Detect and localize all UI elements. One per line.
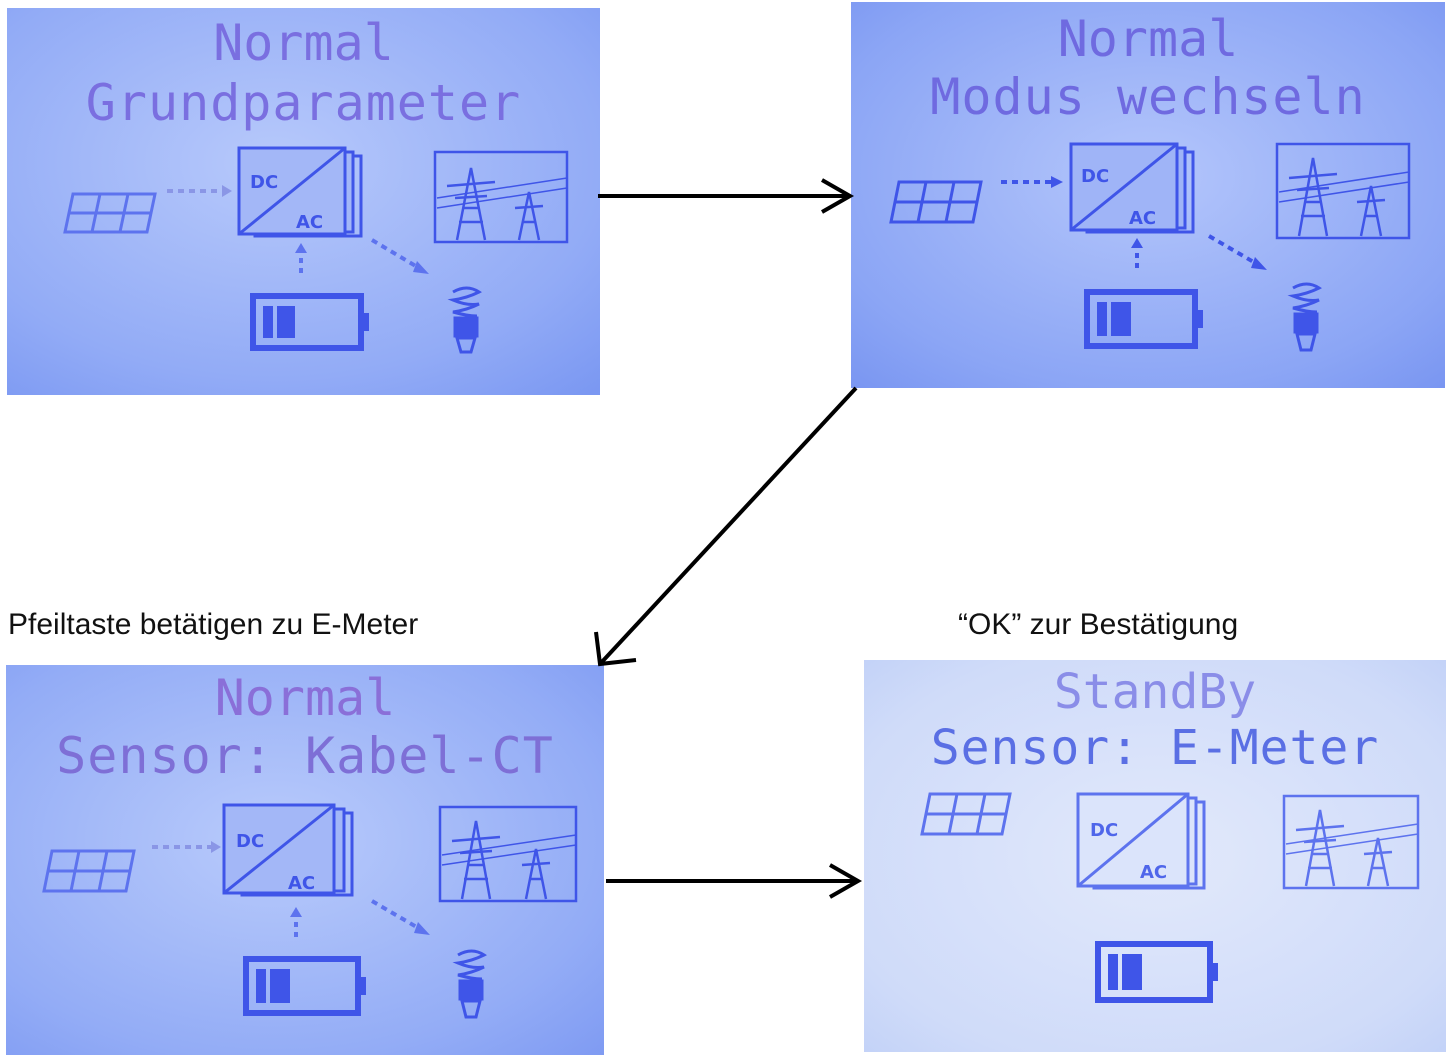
lcd-screen-modus-wechseln: Normal Modus wechseln DC AC	[851, 2, 1445, 388]
lcd-screen-grundparameter: Normal Grundparameter DC AC	[7, 8, 600, 395]
screen-title-line1: StandBy	[1053, 664, 1257, 720]
solar-panel-icon	[42, 849, 136, 893]
grid-pylon-icon	[438, 805, 578, 903]
battery-icon	[1095, 941, 1218, 1003]
solar-panel-icon	[889, 180, 983, 224]
light-bulb-icon	[1287, 282, 1322, 352]
dashed-arrow-load	[370, 899, 422, 931]
grid-pylon-icon	[1275, 142, 1411, 240]
inverter-icon	[1069, 142, 1195, 234]
grid-pylon-icon	[433, 150, 569, 244]
lcd-screen-standby-e-meter: StandBy Sensor: E-Meter DC AC	[864, 660, 1446, 1052]
screen-title-line2: Modus wechseln	[930, 68, 1366, 126]
arrow-screen3-to-screen4	[606, 863, 863, 899]
battery-icon	[250, 293, 369, 351]
caption-ok-confirm: “OK” zur Bestätigung	[958, 608, 1239, 641]
screen-title-line1: Normal	[1057, 10, 1239, 68]
energy-flow-diagram: DC AC	[42, 803, 578, 1019]
inverter-icon	[237, 146, 363, 238]
arrow-screen1-to-screen2	[598, 178, 855, 214]
screen-title-line2: Grundparameter	[85, 74, 522, 132]
inverter-icon	[1076, 792, 1206, 890]
energy-flow-diagram: DC AC	[63, 146, 569, 354]
dc-label: DC	[1090, 820, 1118, 841]
lcd-screen-sensor-kabel-ct: Normal Sensor: Kabel-CT DC AC	[6, 665, 604, 1055]
ac-label: AC	[1140, 862, 1167, 883]
solar-panel-icon	[920, 792, 1012, 836]
dc-label: DC	[250, 172, 278, 193]
ac-label: AC	[288, 873, 315, 894]
solar-panel-icon	[63, 192, 157, 234]
battery-icon	[243, 956, 366, 1016]
energy-flow-diagram: DC AC	[920, 792, 1420, 1003]
dc-label: DC	[1081, 166, 1109, 187]
inverter-icon	[222, 803, 354, 897]
screen-title-line2: Sensor: Kabel-CT	[56, 727, 554, 785]
ac-label: AC	[296, 212, 323, 233]
screen-title-line1: Normal	[214, 669, 396, 727]
screen-title-line1: Normal	[213, 14, 394, 72]
dashed-arrow-load	[370, 238, 421, 270]
light-bulb-icon	[447, 286, 482, 354]
arrow-screen2-to-screen3	[594, 386, 858, 667]
dashed-arrow-load	[1207, 234, 1259, 266]
light-bulb-icon	[452, 949, 487, 1019]
caption-arrow-key: Pfeiltaste betätigen zu E-Meter	[8, 608, 419, 641]
battery-icon	[1084, 289, 1203, 349]
grid-pylon-icon	[1282, 794, 1420, 890]
dc-label: DC	[236, 831, 264, 852]
energy-flow-diagram: DC AC	[889, 142, 1411, 352]
ac-label: AC	[1129, 208, 1156, 229]
screen-title-line2: Sensor: E-Meter	[930, 720, 1380, 776]
